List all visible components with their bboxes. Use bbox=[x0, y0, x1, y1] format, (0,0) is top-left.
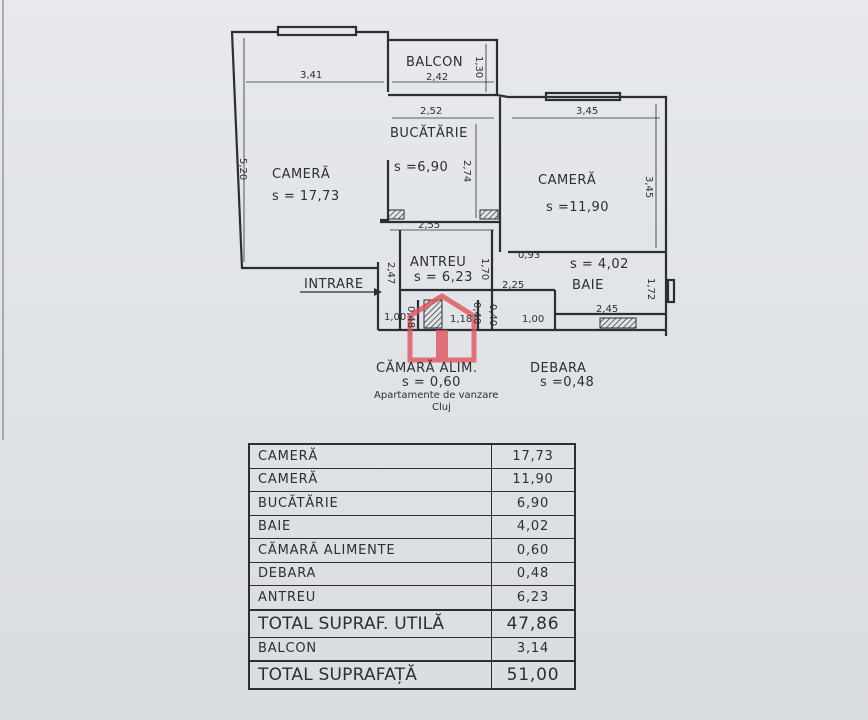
dimension-label: 1,00 bbox=[384, 312, 406, 323]
dimension-label: 1,72 bbox=[645, 278, 656, 300]
area-table-value: 17,73 bbox=[491, 443, 576, 469]
area-table-value: 4,02 bbox=[491, 514, 576, 539]
dimension-label: 2,74 bbox=[461, 160, 472, 182]
area-table-label: CAMERĂ bbox=[248, 443, 492, 469]
area-table-label: BUCĂTĂRIE bbox=[248, 491, 492, 516]
area-table-label: CĂMARĂ ALIMENTE bbox=[248, 538, 492, 563]
room-camera1-name: CAMERĂ bbox=[272, 166, 330, 182]
room-camera2-name: CAMERĂ bbox=[538, 172, 596, 188]
area-table-label: CAMERĂ bbox=[248, 467, 492, 492]
floor-plan: CAMERĂ s = 17,73 BALCON BUCĂTĂRIE s =6,9… bbox=[2, 0, 676, 440]
area-table-label: DEBARA bbox=[248, 561, 492, 586]
room-camera2-area: s =11,90 bbox=[546, 200, 609, 215]
dimension-label: 3,45 bbox=[643, 176, 654, 198]
dimension-label: 0,48 bbox=[405, 306, 416, 328]
dimension-label: 1,30 bbox=[473, 56, 484, 78]
watermark-line2: Cluj bbox=[432, 402, 451, 413]
watermark-logo-icon bbox=[407, 293, 477, 363]
entrance-arrowhead bbox=[374, 288, 382, 296]
room-antreu-name: ANTREU bbox=[410, 255, 466, 270]
area-table-label: BAIE bbox=[248, 514, 492, 539]
area-table-value: 11,90 bbox=[491, 467, 576, 492]
room-debara-area: s =0,48 bbox=[540, 375, 594, 390]
room-camara-name: CĂMARĂ ALIM. bbox=[376, 360, 477, 376]
area-table-value: 0,48 bbox=[491, 561, 576, 586]
watermark-line1: Apartamente de vanzare bbox=[374, 390, 498, 401]
room-bucatarie-area: s =6,90 bbox=[394, 160, 448, 175]
area-table-value: 6,23 bbox=[491, 585, 576, 610]
room-intrare-label: INTRARE bbox=[304, 277, 364, 292]
dimension-label: 3,45 bbox=[576, 106, 598, 117]
room-camera1-area: s = 17,73 bbox=[272, 189, 340, 204]
dimension-label: 1,00 bbox=[522, 314, 544, 325]
room-debara-name: DEBARA bbox=[530, 361, 586, 376]
area-table-label: TOTAL SUPRAFAȚĂ bbox=[248, 660, 492, 690]
dimension-label: 0,40 bbox=[471, 302, 482, 324]
dimension-label: 2,45 bbox=[596, 304, 618, 315]
dimension-label: 2,52 bbox=[420, 106, 442, 117]
dimension-lines bbox=[243, 38, 662, 315]
dimension-label: 1,18 bbox=[450, 314, 472, 325]
room-camara-area: s = 0,60 bbox=[402, 375, 461, 390]
dimension-label: 0,93 bbox=[518, 250, 540, 261]
dimension-label: 2,47 bbox=[385, 262, 396, 284]
dimension-label: 2,25 bbox=[502, 280, 524, 291]
dimension-label: 1,70 bbox=[479, 258, 490, 280]
dimension-label: 3,41 bbox=[300, 70, 322, 81]
room-baie-area: s = 4,02 bbox=[570, 257, 629, 272]
area-table-label: BALCON bbox=[248, 636, 492, 662]
area-table-value: 0,60 bbox=[491, 538, 576, 563]
room-balcon-name: BALCON bbox=[406, 55, 463, 70]
area-table-value: 47,86 bbox=[491, 608, 576, 638]
room-baie-name: BAIE bbox=[572, 278, 604, 293]
area-table-label: TOTAL SUPRAF. UTILĂ bbox=[248, 608, 492, 638]
dimension-label: 0,40 bbox=[487, 304, 498, 326]
area-table-value: 51,00 bbox=[491, 660, 576, 690]
dimension-label: 5,20 bbox=[237, 158, 248, 180]
area-table-value: 3,14 bbox=[491, 636, 576, 662]
room-bucatarie-name: BUCĂTĂRIE bbox=[390, 125, 468, 141]
area-table-value: 6,90 bbox=[491, 491, 576, 516]
room-antreu-area: s = 6,23 bbox=[414, 270, 473, 285]
area-table-label: ANTREU bbox=[248, 585, 492, 610]
dimension-label: 2,55 bbox=[418, 220, 440, 231]
dimension-label: 2,42 bbox=[426, 72, 448, 83]
